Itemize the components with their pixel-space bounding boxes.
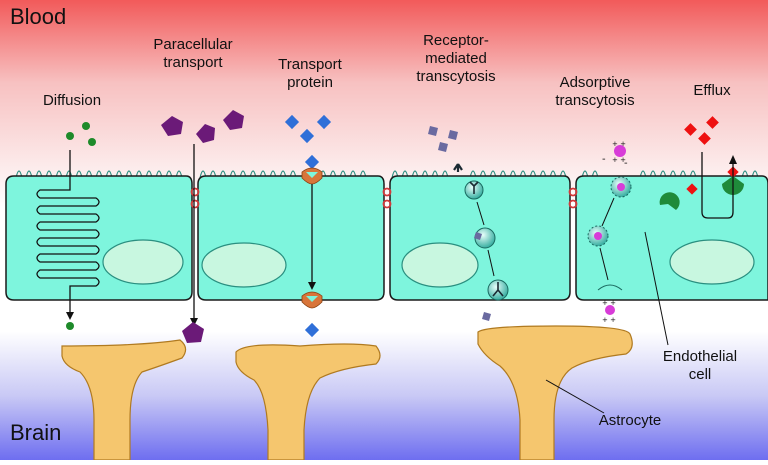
label-diffusion: Diffusion	[42, 92, 102, 109]
blood-label: Blood	[10, 4, 67, 29]
label-efflux: Efflux	[693, 82, 731, 99]
svg-text:+ +: + +	[612, 140, 626, 148]
label-astrocyte: Astrocyte	[598, 412, 662, 429]
svg-text:+ +: + +	[602, 299, 616, 307]
svg-text:+ +: + +	[612, 156, 626, 164]
label-transport-protein: Transport protein	[278, 56, 342, 91]
astrocytes	[61, 325, 633, 461]
label-endothelial-cell: Endothelial cell	[662, 348, 738, 383]
microvilli	[15, 170, 759, 179]
diffusion-pathway	[36, 122, 100, 330]
transport-protein-pathway	[284, 114, 332, 338]
astrocyte-2	[235, 343, 381, 461]
callout-leaders	[545, 231, 669, 414]
receptor-mediated-pathway	[428, 126, 509, 321]
svg-text:+ +: + +	[602, 316, 616, 324]
astrocyte-3	[477, 325, 633, 461]
svg-text:-: -	[624, 158, 628, 169]
nuclei	[102, 239, 755, 288]
svg-text:-: -	[602, 154, 606, 165]
adsorptive-pathway: + + + + - - + + + +	[587, 140, 632, 324]
tight-junctions	[190, 187, 578, 209]
label-adsorptive-transcytosis: Adsorptive transcytosis	[555, 74, 635, 109]
label-receptor-mediated-transcytosis: Receptor- mediated transcytosis	[416, 32, 496, 85]
paracellular-pathway	[161, 110, 244, 343]
label-paracellular-transport: Paracellular transport	[153, 36, 233, 71]
brain-label: Brain	[10, 420, 62, 445]
astrocyte-1	[61, 339, 187, 461]
